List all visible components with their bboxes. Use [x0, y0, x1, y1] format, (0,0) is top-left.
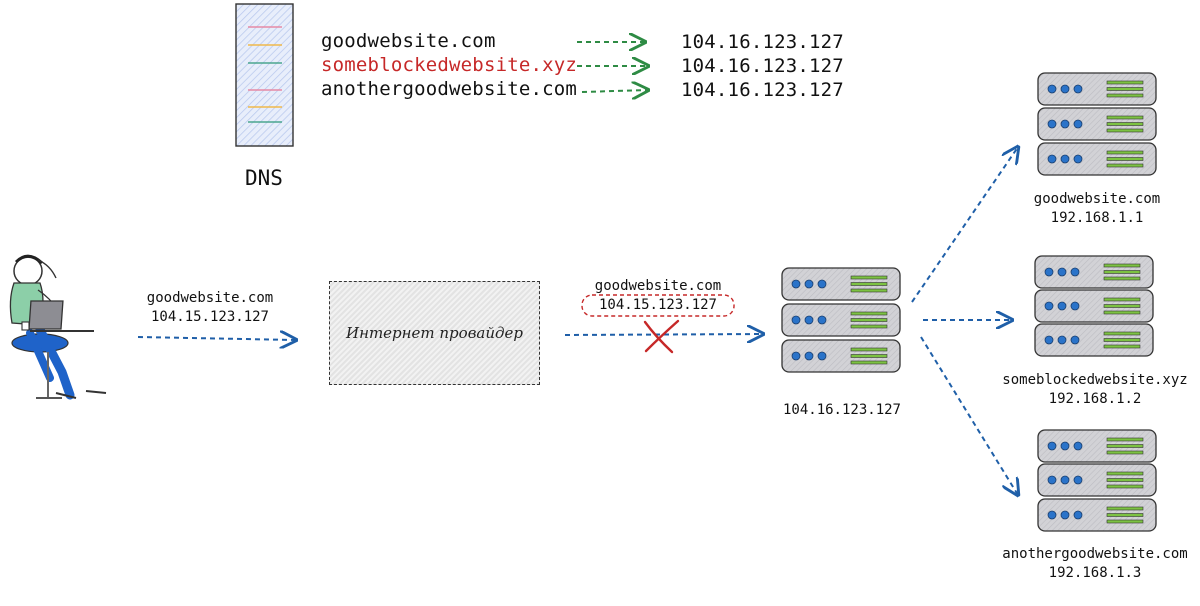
dns-record-domain-3: anothergoodwebsite.com [321, 78, 578, 100]
dns-record-domain-2: someblockedwebsite.xyz [321, 54, 578, 76]
blocked-request-domain: goodwebsite.com [594, 278, 722, 294]
isp-label: Интернет провайдер [345, 324, 524, 342]
dns-arrow-3 [581, 90, 648, 92]
destination-3-label: anothergoodwebsite.com 192.168.1.3 [995, 545, 1195, 583]
dns-server-icon [235, 3, 294, 147]
dns-record-ip-1: 104.16.123.127 [681, 31, 844, 53]
proxy-to-dest-3-arrow [920, 336, 1018, 495]
destination-1-ip: 192.168.1.1 [1050, 210, 1144, 226]
proxy-to-dest-1-arrow [911, 147, 1018, 303]
user-to-isp-arrow [137, 337, 296, 340]
destination-3-domain: anothergoodwebsite.com [1002, 546, 1188, 562]
user-request-domain: goodwebsite.com [146, 290, 274, 306]
blocked-x-icon [643, 319, 680, 354]
dns-record-ip-3: 104.16.123.127 [681, 79, 844, 101]
dns-record-ip-2: 104.16.123.127 [681, 55, 844, 77]
destination-2-domain: someblockedwebsite.xyz [1002, 372, 1188, 388]
dns-label: DNS [245, 166, 283, 190]
proxy-server-ip: 104.16.123.127 [782, 402, 901, 418]
isp-box: Интернет провайдер [329, 281, 540, 385]
destination-2-label: someblockedwebsite.xyz 192.168.1.2 [995, 371, 1195, 409]
user-request-label: goodwebsite.com 104.15.123.127 [130, 289, 290, 327]
destination-2-ip: 192.168.1.2 [1048, 391, 1142, 407]
destination-server-3-icon [1037, 429, 1157, 532]
dns-record-domain-1: goodwebsite.com [321, 30, 496, 52]
destination-3-ip: 192.168.1.3 [1048, 565, 1142, 581]
destination-1-label: goodwebsite.com 192.168.1.1 [1012, 190, 1182, 228]
proxy-server-icon [781, 267, 901, 373]
destination-server-2-icon [1034, 255, 1154, 357]
blocked-request-ip: 104.15.123.127 [598, 297, 717, 313]
destination-1-domain: goodwebsite.com [1033, 191, 1161, 207]
user-request-ip: 104.15.123.127 [150, 309, 269, 325]
destination-server-1-icon [1037, 72, 1157, 176]
user-icon [9, 254, 107, 400]
blocked-request-outline [581, 294, 735, 317]
